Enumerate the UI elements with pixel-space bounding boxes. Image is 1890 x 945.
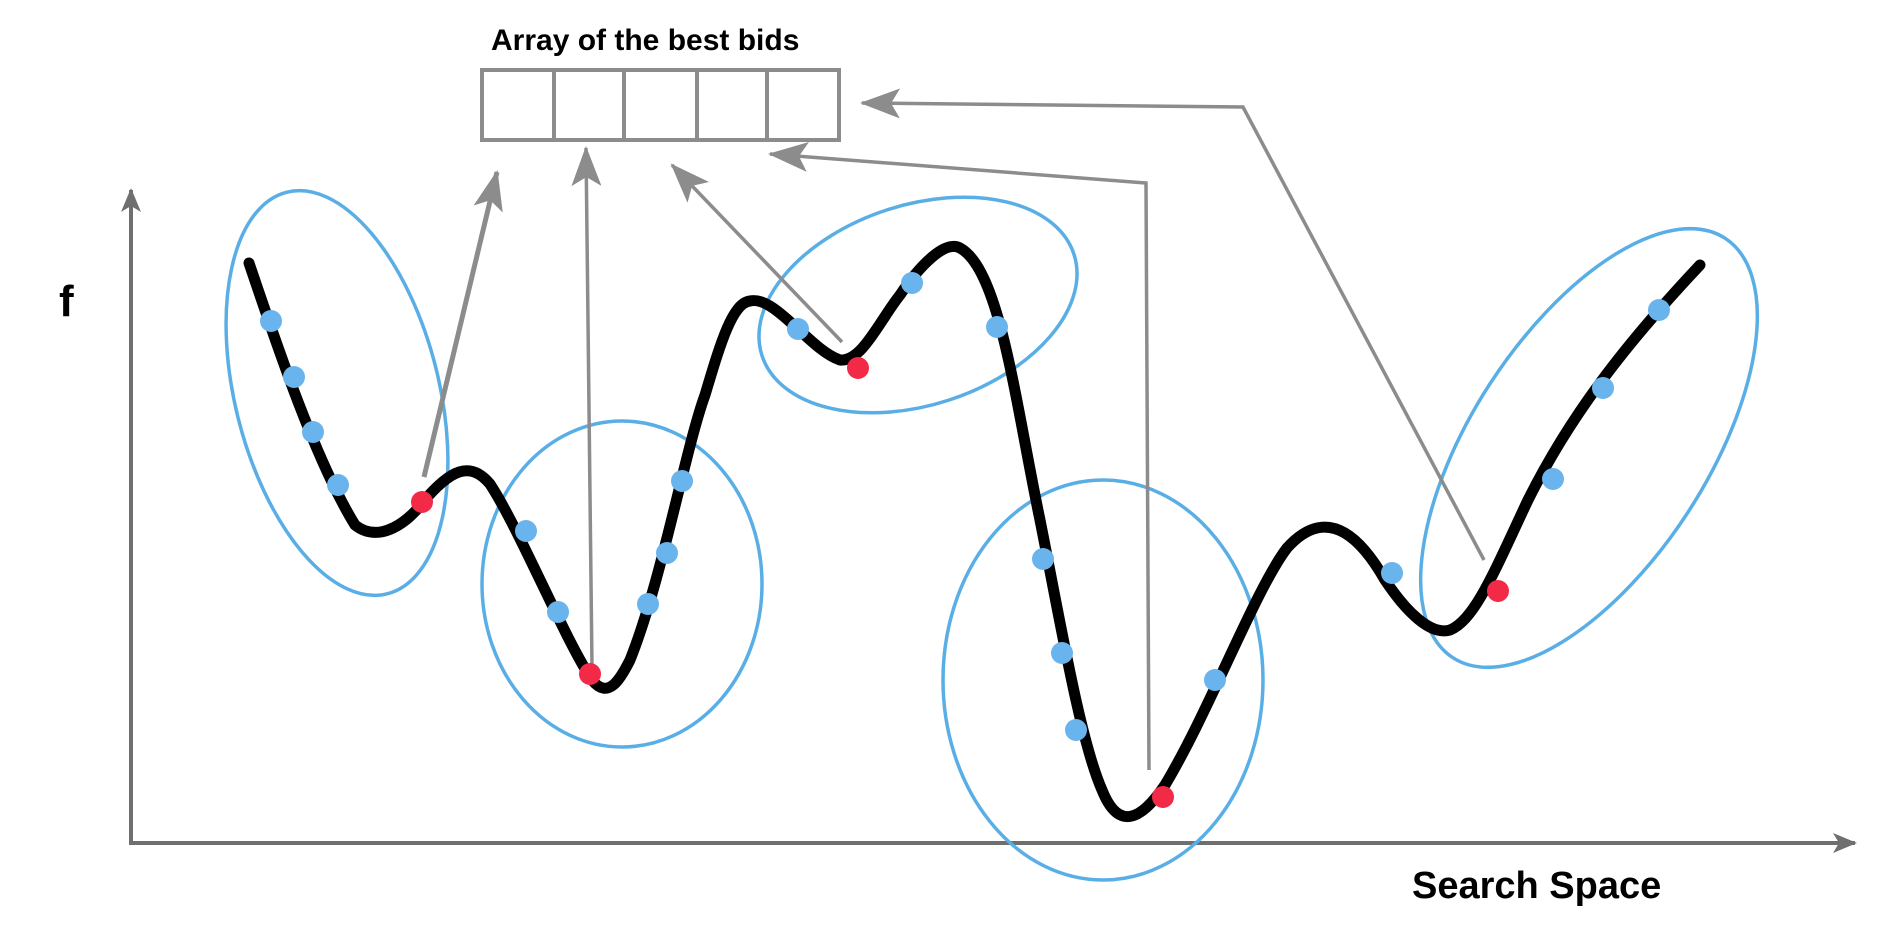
sample-point <box>1065 719 1087 741</box>
group-ellipse-2 <box>480 419 764 749</box>
array-cell-1 <box>480 68 556 142</box>
sample-point <box>302 421 324 443</box>
sample-point <box>1051 642 1073 664</box>
sample-point <box>671 470 693 492</box>
best-point <box>579 663 601 685</box>
best-point <box>1152 786 1174 808</box>
best-bids-array <box>480 68 841 142</box>
arrow-3 <box>670 163 844 344</box>
group-ellipse-3 <box>757 195 1079 415</box>
sample-point <box>515 520 537 542</box>
best-point <box>411 491 433 513</box>
arrows <box>421 88 1486 771</box>
best-point <box>847 357 869 379</box>
array-cell-2 <box>552 68 626 142</box>
array-cell-5 <box>765 68 841 142</box>
array-cell-4 <box>695 68 769 142</box>
sample-point <box>1032 548 1054 570</box>
sample-point <box>901 272 923 294</box>
sample-point <box>283 366 305 388</box>
array-cell-3 <box>622 68 699 142</box>
sample-point <box>1204 669 1226 691</box>
group-ellipse-5 <box>1418 226 1760 670</box>
sample-point <box>547 601 569 623</box>
arrow-1 <box>421 170 503 478</box>
arrow-5 <box>860 88 1486 561</box>
sample-point <box>637 593 659 615</box>
group-ellipse-4 <box>941 478 1265 882</box>
best-points <box>411 357 1509 808</box>
x-axis-label: Search Space <box>1412 865 1662 907</box>
sample-point <box>1592 377 1614 399</box>
sample-point <box>787 318 809 340</box>
sample-points <box>260 272 1670 741</box>
axes <box>121 188 1857 853</box>
arrow-4 <box>768 141 1151 771</box>
arrow-2 <box>571 146 602 669</box>
array-title: Array of the best bids <box>491 24 800 57</box>
sample-point <box>656 542 678 564</box>
sample-point <box>1381 562 1403 584</box>
y-axis-label: f <box>59 277 74 326</box>
best-point <box>1487 580 1509 602</box>
sample-point <box>327 474 349 496</box>
group-ellipse-1 <box>224 188 450 598</box>
objective-curve <box>243 241 1706 823</box>
sample-point <box>260 310 282 332</box>
sample-point <box>1542 468 1564 490</box>
group-outlines <box>224 188 1760 882</box>
sample-point <box>1648 299 1670 321</box>
sample-point <box>986 316 1008 338</box>
